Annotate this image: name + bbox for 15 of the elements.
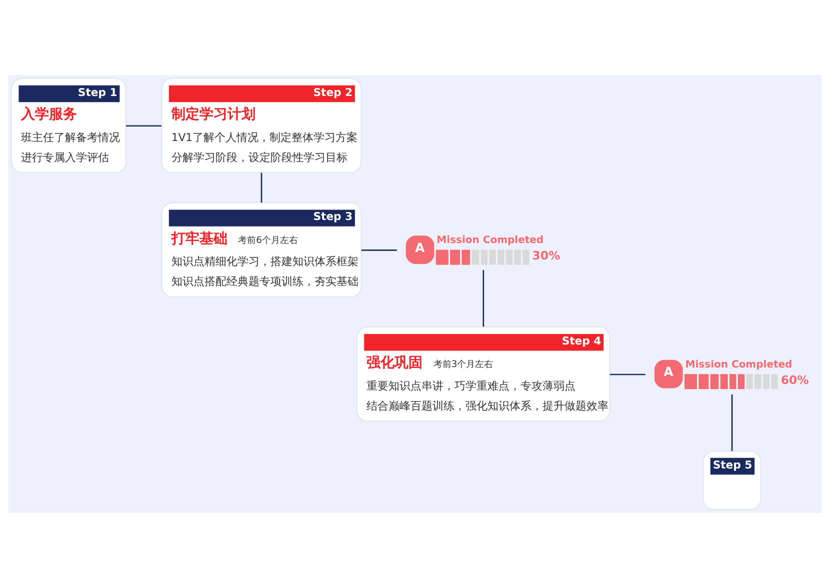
connector <box>482 270 484 326</box>
node-label: Mission Completed <box>436 234 544 246</box>
node-box: Step 1 入学服务 班主任了解备考情况 进行专属入学评估 <box>11 77 126 173</box>
node-label: 60% <box>780 372 809 386</box>
connector <box>361 249 397 250</box>
node-box: Step 5 <box>702 450 762 510</box>
connector <box>731 394 733 451</box>
node-box: Step 3 打牢基础 考前6个月左右 知识点精细化学习，搭建知识体系框架 知识点搭配经典题专项训练，夯实基础 <box>161 202 362 297</box>
connector <box>260 172 262 202</box>
node-label: Mission Completed <box>685 359 792 370</box>
node-box: Step 2 制定学习计划 1V1了解个人情况，制定整体学习方案 分解学习阶段，设定阶段性学习目标 <box>161 77 362 173</box>
connector <box>610 373 646 375</box>
node-label: 30% <box>532 248 560 262</box>
node-box: Step 4 强化巩固 考前3个月左右 重要知识点串讲，巧学重难点，专攻薄弱点 结合巅峰百题训练，强化知识体系，提升做题效率 <box>356 326 610 422</box>
connector <box>126 124 162 126</box>
